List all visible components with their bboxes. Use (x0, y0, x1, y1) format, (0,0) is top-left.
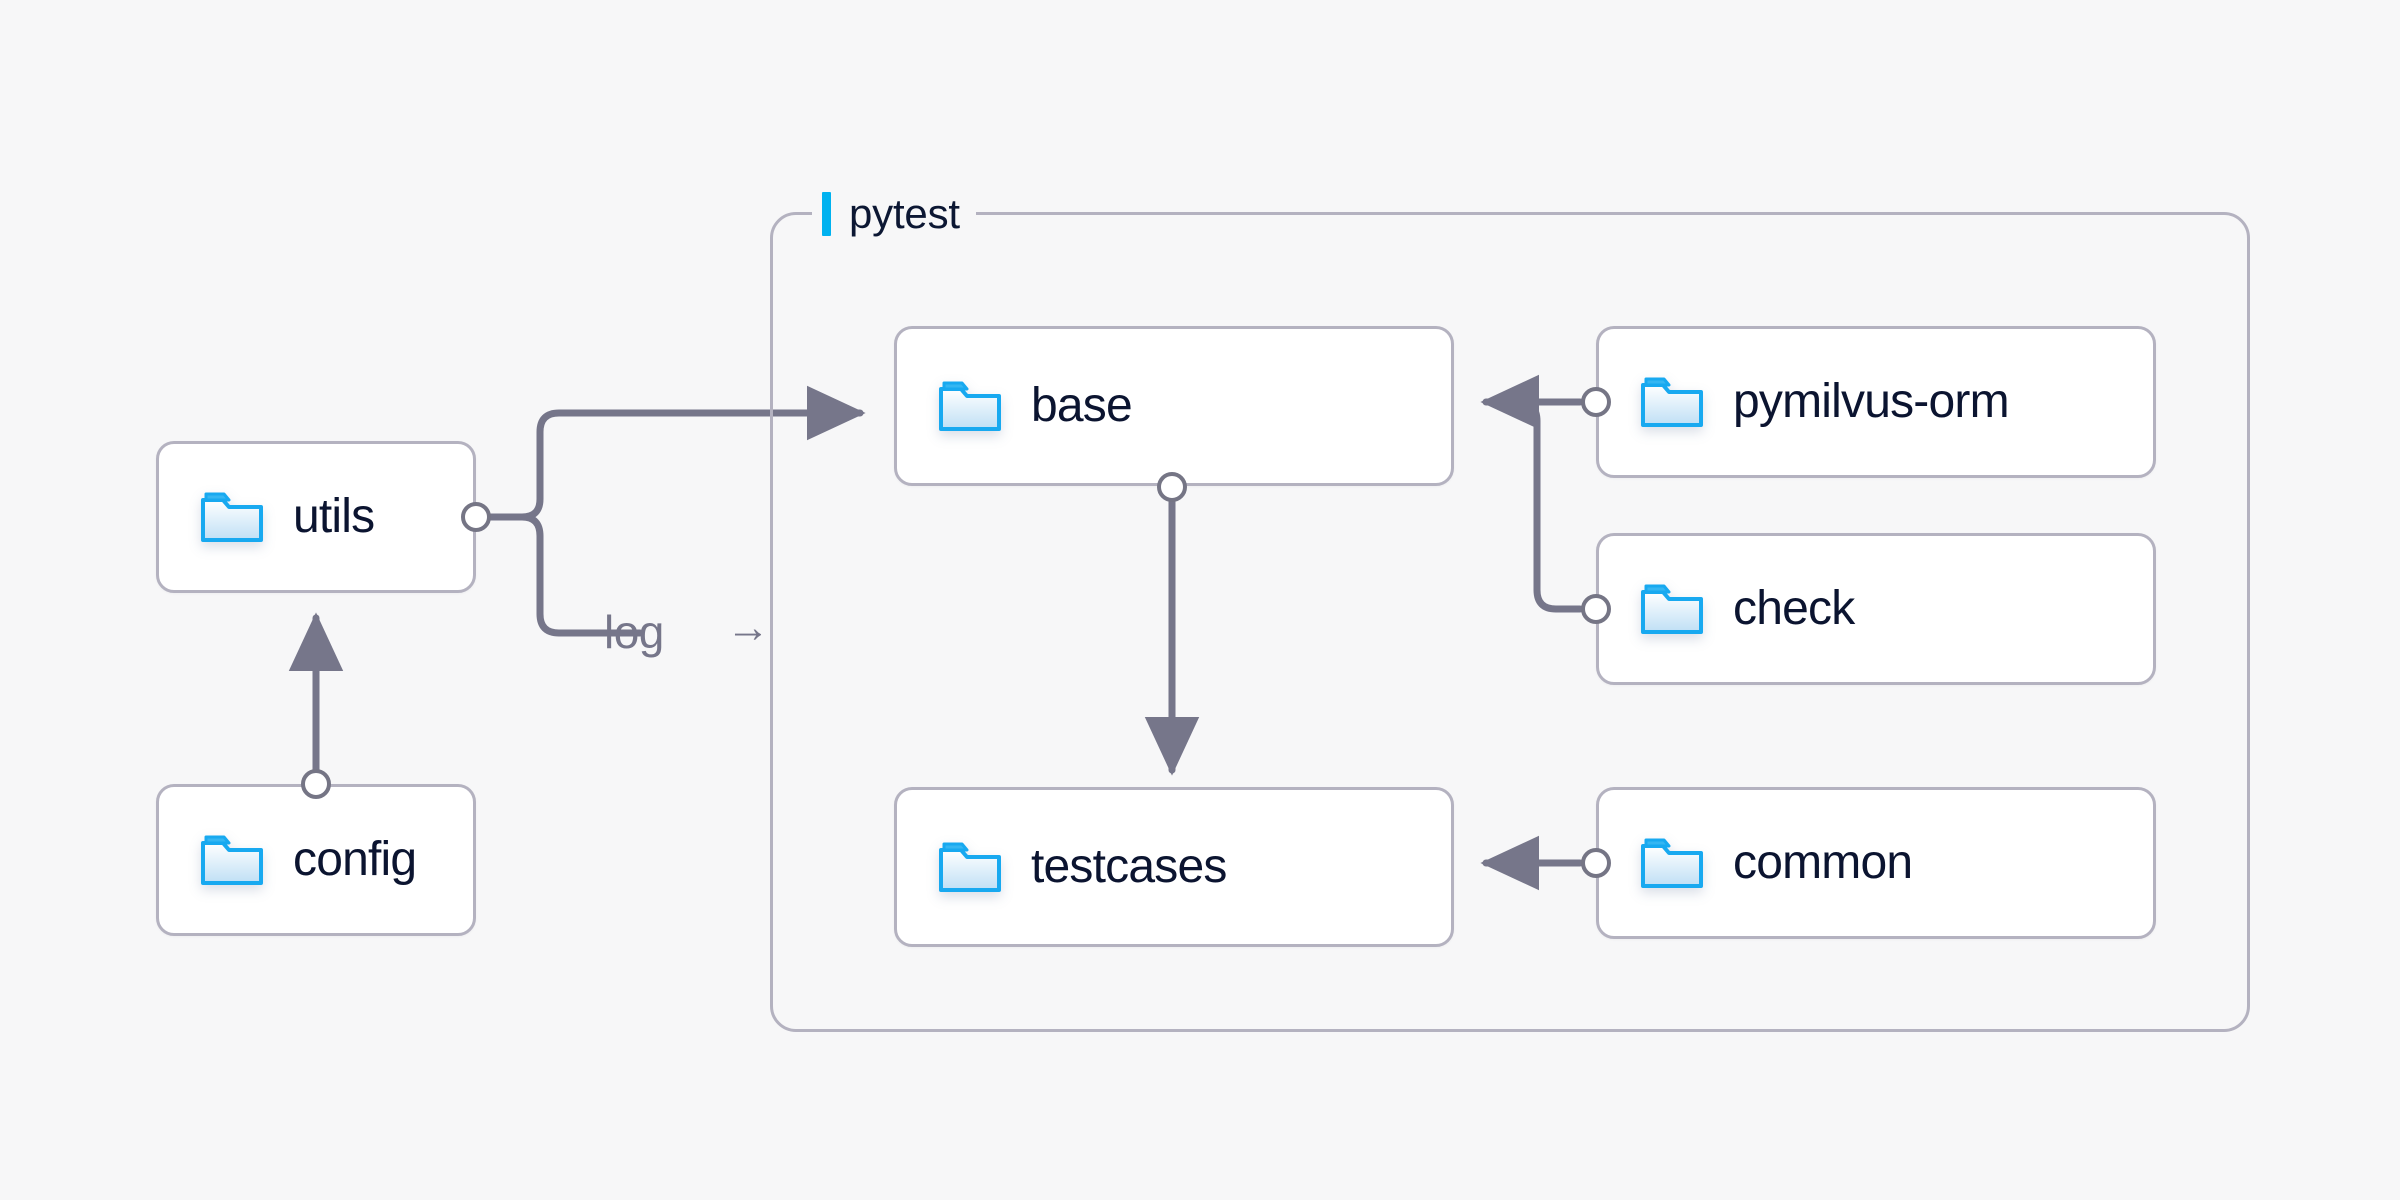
group-pytest[interactable] (770, 212, 2250, 1032)
node-label: common (1733, 836, 1913, 889)
folder-icon (1641, 836, 1703, 890)
node-label: base (1031, 379, 1133, 432)
group-title: pytest (849, 190, 960, 237)
node-label: testcases (1031, 840, 1227, 893)
node-label: check (1733, 582, 1855, 635)
port-check-left[interactable] (1581, 594, 1611, 624)
folder-icon (201, 833, 263, 887)
folder-icon (939, 379, 1001, 433)
node-label: config (293, 833, 417, 886)
node-testcases[interactable]: testcases (894, 787, 1454, 947)
node-config[interactable]: config (156, 784, 476, 936)
node-base[interactable]: base (894, 326, 1454, 486)
node-label: pymilvus-orm (1733, 375, 2010, 428)
folder-icon (1641, 582, 1703, 636)
node-check[interactable]: check (1596, 533, 2156, 685)
node-pymilvus-orm[interactable]: pymilvus-orm (1596, 326, 2156, 478)
folder-icon (939, 840, 1001, 894)
port-config-top[interactable] (301, 769, 331, 799)
port-base-bottom[interactable] (1157, 472, 1187, 502)
edge-label-log: log (604, 606, 664, 658)
node-utils[interactable]: utils (156, 441, 476, 593)
folder-icon (201, 490, 263, 544)
port-utils-right[interactable] (461, 502, 491, 532)
folder-icon (1641, 375, 1703, 429)
port-common-left[interactable] (1581, 848, 1611, 878)
accent-bar-icon (822, 192, 831, 236)
group-label-pytest: pytest (812, 186, 976, 242)
node-label: utils (293, 490, 375, 543)
port-pymilvus-orm-left[interactable] (1581, 387, 1611, 417)
edge-label-log-arrow: → (726, 603, 770, 652)
node-common[interactable]: common (1596, 787, 2156, 939)
